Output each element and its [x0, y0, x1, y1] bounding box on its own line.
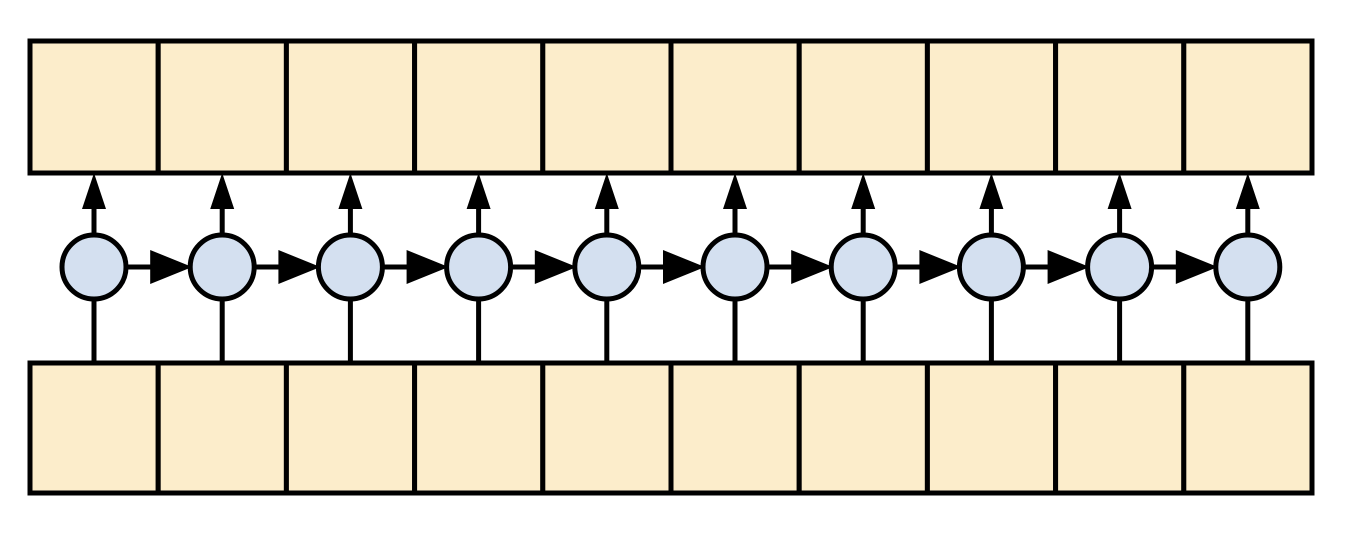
input-cell — [412, 360, 546, 496]
unit-to-unit-arrow-head — [663, 250, 705, 284]
unit-to-unit-arrow-head — [1175, 250, 1218, 284]
unit-to-output-arrow-head — [466, 173, 491, 209]
recurrent-unit — [956, 232, 1026, 302]
output-cell — [1053, 38, 1187, 176]
unit-to-unit-arrow-head — [278, 250, 321, 284]
unit-to-unit-arrow-head — [919, 250, 962, 284]
output-cell — [283, 38, 418, 176]
unit-to-output-arrow-group — [82, 173, 1260, 235]
recurrent-unit — [828, 232, 898, 302]
unit-to-unit-arrow-head — [406, 250, 449, 284]
input-cell-row — [27, 360, 1315, 496]
output-cell — [155, 38, 289, 176]
recurrent-unit — [315, 232, 385, 302]
unit-to-output-arrow-head — [82, 173, 106, 209]
unit-to-output-arrow-head — [210, 173, 235, 209]
input-cell — [27, 360, 161, 496]
unit-to-unit-arrow-head — [1047, 250, 1090, 284]
recurrent-unit — [187, 232, 257, 302]
recurrent-unit — [1213, 232, 1283, 302]
input-cell — [155, 360, 289, 496]
input-to-unit-connector-group — [91, 299, 1251, 363]
input-cell — [796, 360, 930, 496]
unit-to-unit-arrow-group — [126, 250, 1218, 284]
unit-to-output-arrow-head — [338, 173, 363, 209]
recurrent-unit-row — [59, 232, 1283, 302]
output-cell-row — [27, 38, 1315, 176]
input-cell — [1053, 360, 1187, 496]
input-cell — [283, 360, 418, 496]
input-cell — [540, 360, 674, 496]
unit-to-unit-arrow-head — [534, 250, 577, 284]
recurrent-unit — [1085, 232, 1155, 302]
output-cell — [540, 38, 674, 176]
output-cell — [1181, 38, 1315, 176]
input-cell — [1181, 360, 1315, 496]
output-cell — [27, 38, 161, 176]
output-cell — [412, 38, 546, 176]
output-cell — [668, 38, 802, 176]
unit-to-output-arrow-head — [1107, 173, 1132, 209]
recurrent-unit — [700, 232, 770, 302]
output-cell — [796, 38, 930, 176]
output-cell — [924, 38, 1059, 176]
unit-to-output-arrow-head — [979, 173, 1004, 209]
unit-to-output-arrow-head — [594, 173, 619, 209]
unit-to-unit-arrow-head — [150, 250, 193, 284]
unit-to-output-arrow-head — [851, 173, 876, 209]
input-cell — [668, 360, 802, 496]
recurrent-unit — [444, 232, 514, 302]
input-cell — [924, 360, 1059, 496]
unit-to-output-arrow-head — [723, 173, 747, 209]
unit-to-output-arrow-head — [1235, 173, 1260, 209]
recurrent-unit — [572, 232, 642, 302]
recurrent-unit — [59, 232, 129, 302]
unit-to-unit-arrow-head — [791, 250, 834, 284]
